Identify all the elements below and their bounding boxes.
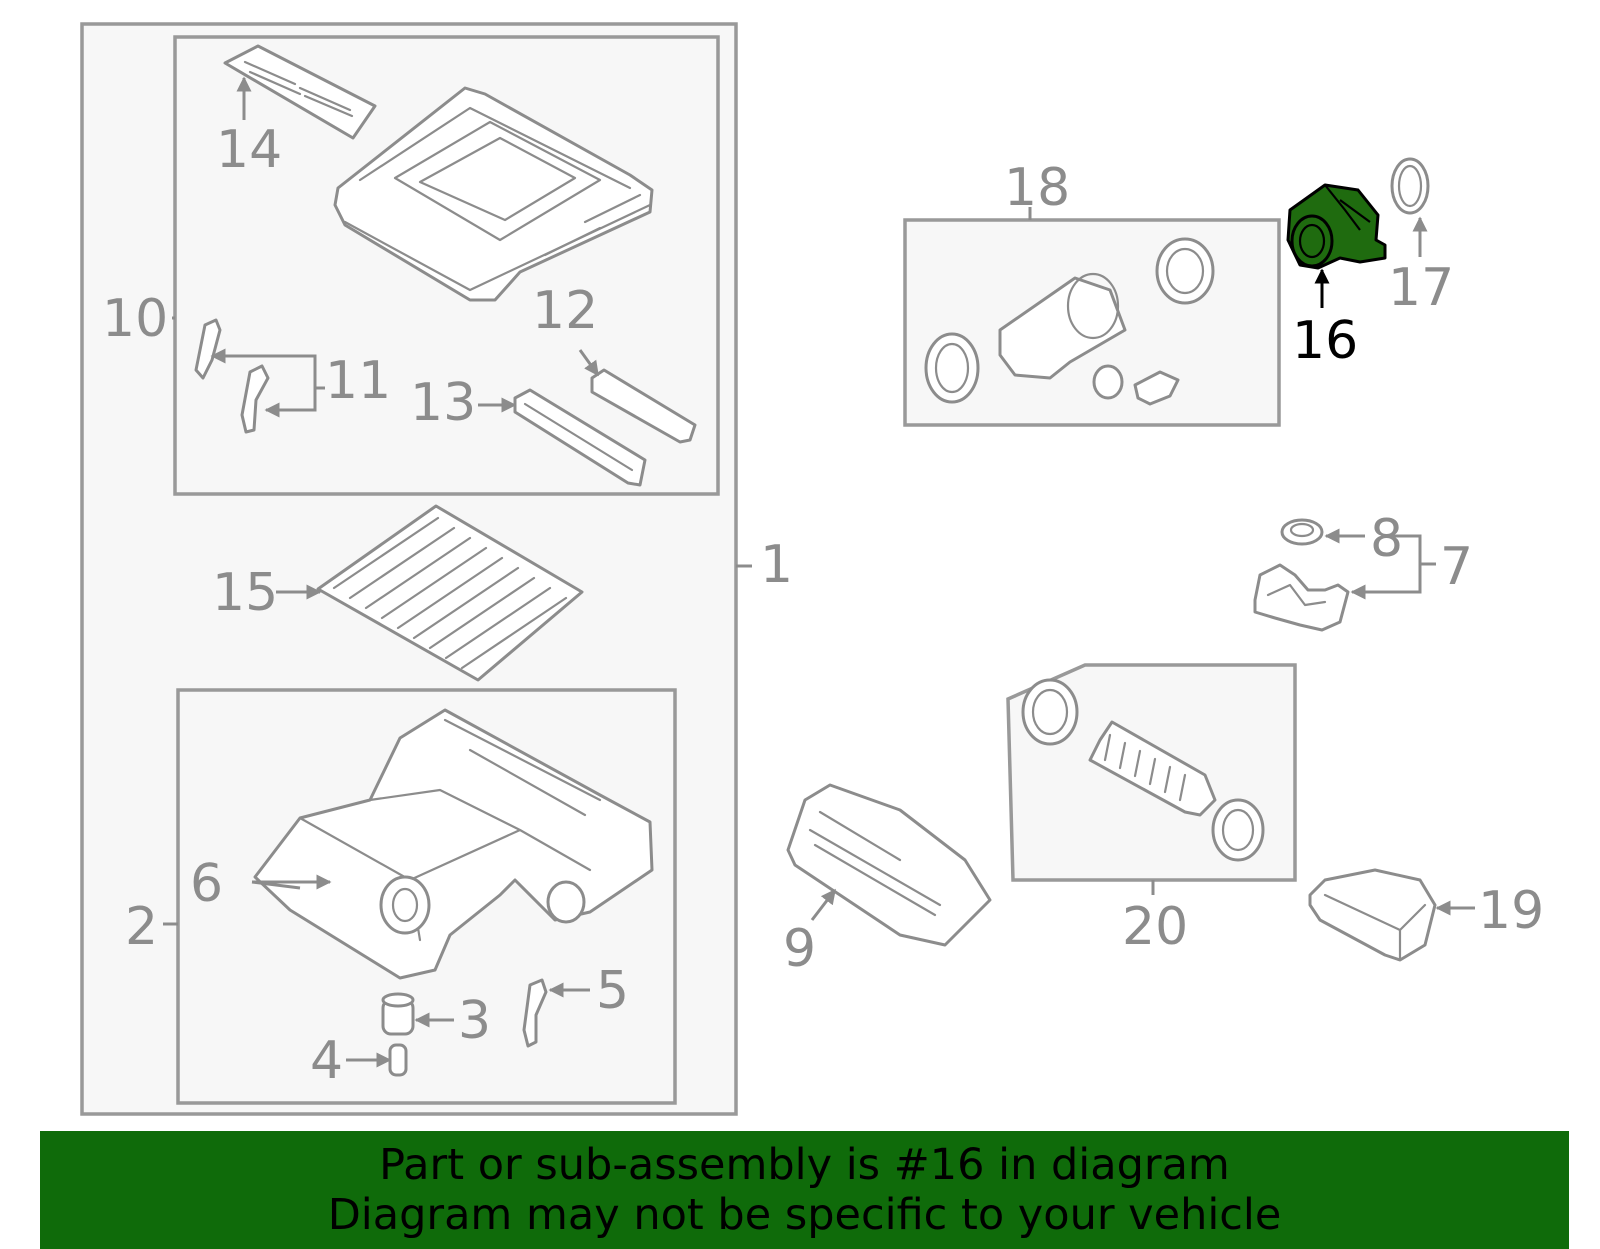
callout-13: 13 [410, 373, 476, 433]
part-2-lower-housing[interactable] [253, 708, 654, 980]
callout-14: 14 [216, 120, 282, 180]
part-17-o-ring[interactable] [1390, 157, 1430, 215]
leader-lines [163, 76, 1475, 1068]
part-4-pin[interactable] [388, 1043, 408, 1077]
part-3-grommet[interactable] [381, 992, 415, 1036]
part-8-grommet[interactable] [1280, 518, 1324, 546]
banner-line-1: Part or sub-assembly is #16 in diagram [379, 1140, 1230, 1190]
callout-11: 11 [325, 351, 391, 411]
callout-5: 5 [596, 961, 629, 1021]
banner-line-2: Diagram may not be specific to your vehi… [327, 1190, 1282, 1240]
callout-9: 9 [783, 919, 816, 979]
callout-6: 6 [190, 854, 223, 914]
callout-3: 3 [458, 991, 491, 1051]
part-16-maf-sensor[interactable] [1286, 183, 1387, 270]
callout-7: 7 [1440, 537, 1473, 597]
callout-15: 15 [212, 563, 278, 623]
callout-18: 18 [1004, 158, 1070, 218]
part-7-bracket[interactable] [1253, 563, 1350, 632]
part-12-seal-strip[interactable] [590, 368, 697, 444]
part-19-module[interactable] [1308, 868, 1437, 962]
callout-1: 1 [760, 535, 793, 595]
part-10-upper-cover[interactable] [333, 86, 654, 302]
callout-4: 4 [310, 1031, 343, 1091]
callout-12: 12 [532, 281, 598, 341]
callout-19: 19 [1478, 881, 1544, 941]
part-18-kit[interactable] [924, 237, 1215, 406]
callout-8: 8 [1370, 509, 1403, 569]
part-5-clip[interactable] [522, 978, 548, 1048]
info-banner: Part or sub-assembly is #16 in diagram D… [40, 1131, 1569, 1249]
callout-10: 10 [102, 289, 168, 349]
part-14-grille[interactable] [223, 44, 377, 140]
callout-2: 2 [125, 897, 158, 957]
part-20-kit[interactable] [1021, 678, 1265, 862]
part-9-resonator[interactable] [786, 783, 992, 947]
callout-16: 16 [1292, 311, 1358, 371]
callout-20: 20 [1122, 897, 1188, 957]
callout-17: 17 [1388, 258, 1454, 318]
part-15-filter[interactable] [316, 504, 584, 682]
